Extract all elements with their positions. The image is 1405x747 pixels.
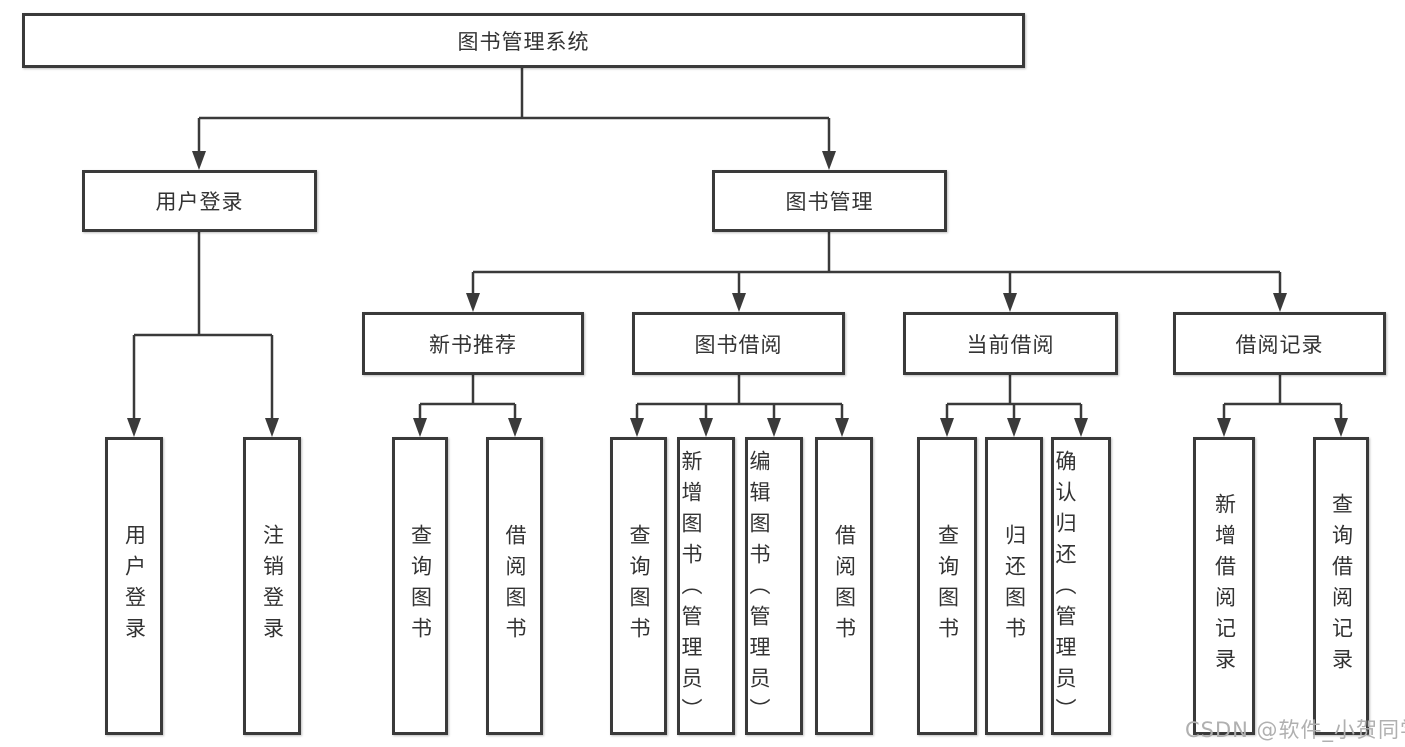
node-label: 查询图书 <box>935 524 960 648</box>
arrowhead-icon <box>1273 293 1287 312</box>
arrowhead-icon <box>265 418 279 437</box>
node-current-borrowing: 当前借阅 <box>903 312 1118 375</box>
arrowhead-icon <box>940 418 954 437</box>
node-label: 借阅图书 <box>832 524 857 648</box>
leaf-query-borrow-record: 查询借阅记录 <box>1313 437 1369 735</box>
node-system-root: 图书管理系统 <box>22 13 1025 68</box>
arrowhead-icon <box>192 151 206 170</box>
arrowhead-icon <box>413 418 427 437</box>
leaf-add-borrow-record: 新增借阅记录 <box>1193 437 1255 735</box>
node-new-book-recommendation: 新书推荐 <box>362 312 584 375</box>
node-label: 图书管理 <box>785 190 874 214</box>
leaf-query-books-current: 查询图书 <box>917 437 977 735</box>
node-label: 确认归还（管理员） <box>1053 450 1077 729</box>
node-label: 借阅记录 <box>1235 332 1324 357</box>
node-label: 新书推荐 <box>429 332 517 357</box>
node-label: 注销登录 <box>260 524 285 648</box>
leaf-query-books-recommend: 查询图书 <box>392 437 448 735</box>
leaf-borrow-books-borrow: 借阅图书 <box>815 437 873 735</box>
connector-book-borrow-group <box>635 375 844 430</box>
leaf-return-books: 归还图书 <box>985 437 1043 735</box>
arrowhead-icon <box>835 418 849 437</box>
arrowhead-icon <box>1007 418 1021 437</box>
leaf-edit-books-admin: 编辑图书（管理员） <box>745 437 803 735</box>
connector-records-group <box>1222 375 1343 430</box>
arrowhead-icon <box>1003 293 1017 312</box>
node-label: 图书管理系统 <box>457 29 590 54</box>
arrowhead-icon <box>508 418 522 437</box>
node-book-management: 图书管理 <box>712 170 947 232</box>
leaf-user-login: 用户登录 <box>105 437 163 735</box>
connector-current-borrow-group <box>945 375 1083 430</box>
node-label: 查询借阅记录 <box>1329 493 1354 679</box>
arrowhead-icon <box>466 293 480 312</box>
leaf-logout-login: 注销登录 <box>243 437 301 735</box>
node-label: 编辑图书（管理员） <box>747 450 771 729</box>
leaf-query-books-borrow: 查询图书 <box>610 437 667 735</box>
node-label: 用户登录 <box>122 524 147 648</box>
node-borrowing-records: 借阅记录 <box>1173 312 1386 375</box>
arrowheads <box>127 151 1348 437</box>
leaf-borrow-books-recommend: 借阅图书 <box>486 437 543 735</box>
node-label: 查询图书 <box>408 524 433 648</box>
connector-user-login-group <box>132 232 274 430</box>
arrowhead-icon <box>630 418 644 437</box>
node-label: 归还图书 <box>1002 524 1027 648</box>
node-book-borrowing: 图书借阅 <box>632 312 845 375</box>
arrowhead-icon <box>767 418 781 437</box>
arrowhead-icon <box>127 418 141 437</box>
node-label: 新增图书（管理员） <box>679 450 703 729</box>
connector-book-mgmt-to-level3 <box>471 232 1282 306</box>
csdn-watermark: CSDN @软件_小贺同学 <box>1185 718 1405 742</box>
node-user-login: 用户登录 <box>82 170 317 232</box>
node-label: 当前借阅 <box>966 332 1055 357</box>
arrowhead-icon <box>1074 418 1088 437</box>
node-label: 借阅图书 <box>503 524 527 648</box>
connector-root-to-level2 <box>197 68 831 166</box>
arrowhead-icon <box>1217 418 1231 437</box>
arrowhead-icon <box>699 418 713 437</box>
arrowhead-icon <box>822 151 836 170</box>
node-label: 用户登录 <box>155 190 244 214</box>
arrowhead-icon <box>732 293 746 312</box>
node-label: 新增借阅记录 <box>1212 493 1237 679</box>
arrowhead-icon <box>1334 418 1348 437</box>
node-label: 图书借阅 <box>694 332 783 357</box>
leaf-confirm-return-admin: 确认归还（管理员） <box>1051 437 1111 735</box>
connector-new-book-group <box>418 375 517 430</box>
leaf-add-books-admin: 新增图书（管理员） <box>677 437 735 735</box>
node-label: 查询图书 <box>627 524 651 648</box>
